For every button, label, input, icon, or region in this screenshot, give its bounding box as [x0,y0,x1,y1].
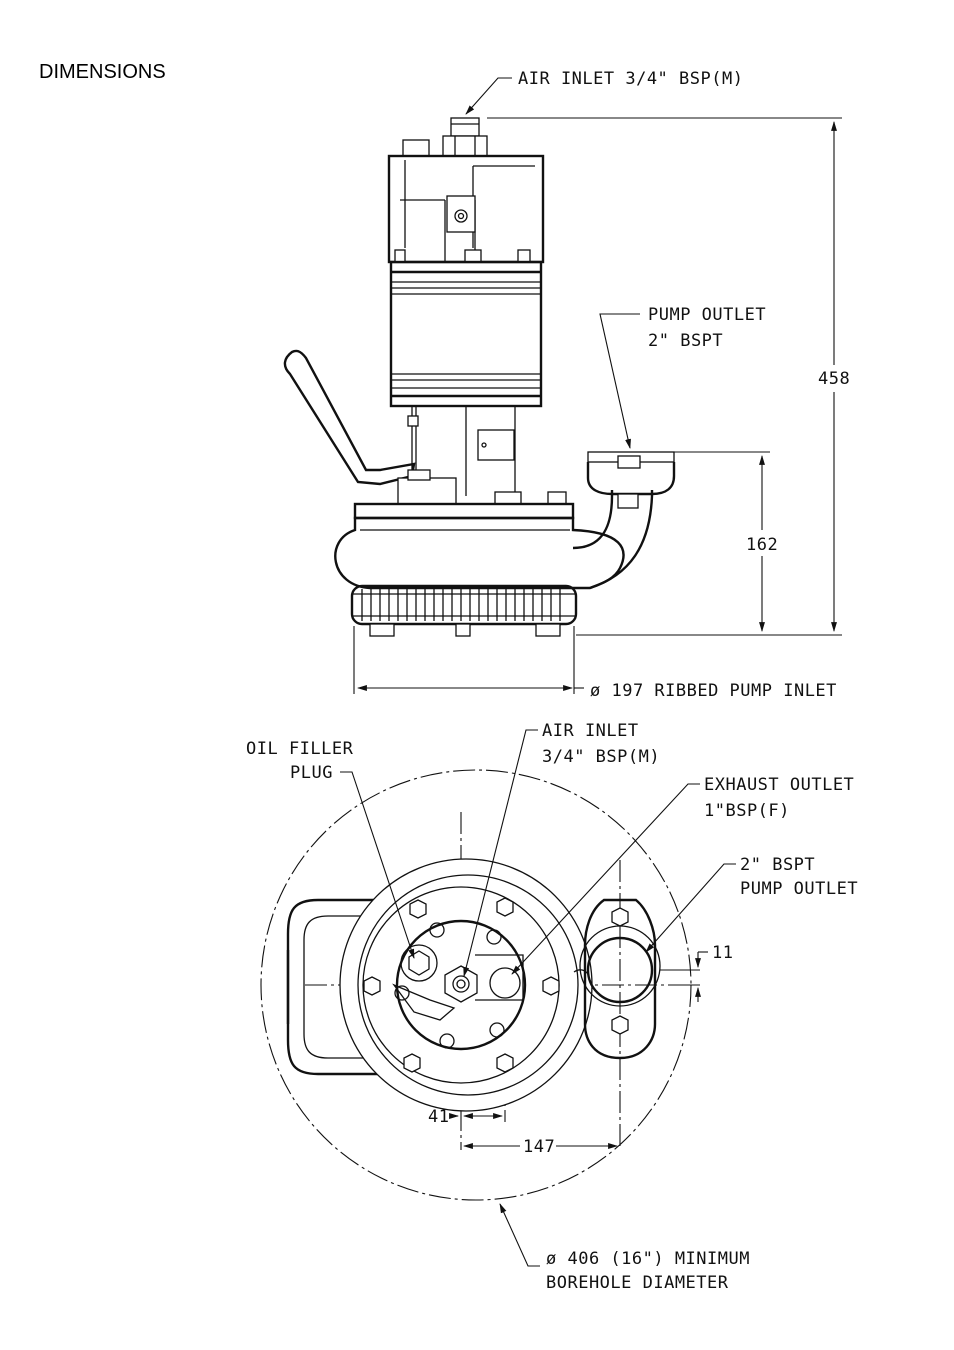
ribbed-strainer [350,584,578,637]
leader-pump-outlet-plan: 2" BSPT PUMP OUTLET [645,855,858,953]
air-inlet-plan-label-2: 3/4" BSP(M) [542,747,660,767]
pump-outlet-flange [573,898,661,1060]
housing-bolts [363,897,560,1073]
motor-head [387,154,545,264]
oil-filler-label-1: OIL FILLER [246,739,354,759]
dimension-147: 147 [463,1137,618,1157]
outlet-plan-label-1: 2" BSPT [740,855,815,875]
outlet-flange [586,451,676,509]
outlet-pipe [572,490,654,590]
borehole-label-1: ø 406 (16") MINIMUM [546,1249,750,1269]
exhaust-label-1: EXHAUST OUTLET [704,775,854,795]
side-view: 458 162 ø 197 RIBBED PUMP INLET AIR INLE… [283,69,850,701]
exhaust-port [489,967,521,999]
dimension-41: 41 [428,1107,503,1127]
dimension-11-label: 11 [712,943,733,963]
dimension-41-label: 41 [428,1107,449,1127]
dimension-11: 11 [660,943,733,1002]
lower-flange [353,469,575,520]
outlet-plan-label-2: PUMP OUTLET [740,879,858,899]
leader-exhaust: EXHAUST OUTLET 1"BSP(F) [511,775,854,975]
dimension-147-label: 147 [523,1137,555,1157]
air-inlet-label: AIR INLET 3/4" BSP(M) [518,69,743,89]
pump-outlet-label-2: 2" BSPT [648,331,723,351]
inlet-label: ø 197 RIBBED PUMP INLET [590,681,837,701]
borehole-label-2: BOREHOLE DIAMETER [546,1273,729,1293]
dimension-162-label: 162 [746,535,778,555]
leader-borehole: ø 406 (16") MINIMUM BOREHOLE DIAMETER [499,1203,750,1293]
leader-air-inlet-plan: AIR INLET 3/4" BSP(M) [463,721,660,977]
page-title: DIMENSIONS [39,61,166,83]
motor-body [389,260,543,408]
leader-air-inlet: AIR INLET 3/4" BSP(M) [465,69,743,115]
lifting-handle [283,349,416,486]
air-inlet-fitting [402,117,488,157]
leader-pump-outlet: PUMP OUTLET 2" BSPT [599,305,766,449]
shaft-section [407,406,516,496]
oil-filler-label-2: PLUG [290,763,333,783]
exhaust-label-2: 1"BSP(F) [704,801,790,821]
dimension-162: 162 [674,451,778,632]
pump-outlet-label-1: PUMP OUTLET [648,305,766,325]
volute-casing [334,516,625,590]
air-inlet-plan-label-1: AIR INLET [542,721,639,741]
plan-view: 11 41 147 OIL FILLER PLUG AIR INLET 3/4"… [246,721,858,1293]
dimension-458: 458 [487,117,850,636]
dimension-inlet: ø 197 RIBBED PUMP INLET [353,626,837,701]
leader-oil-filler: OIL FILLER PLUG [246,739,415,959]
dimension-458-label: 458 [818,369,850,389]
